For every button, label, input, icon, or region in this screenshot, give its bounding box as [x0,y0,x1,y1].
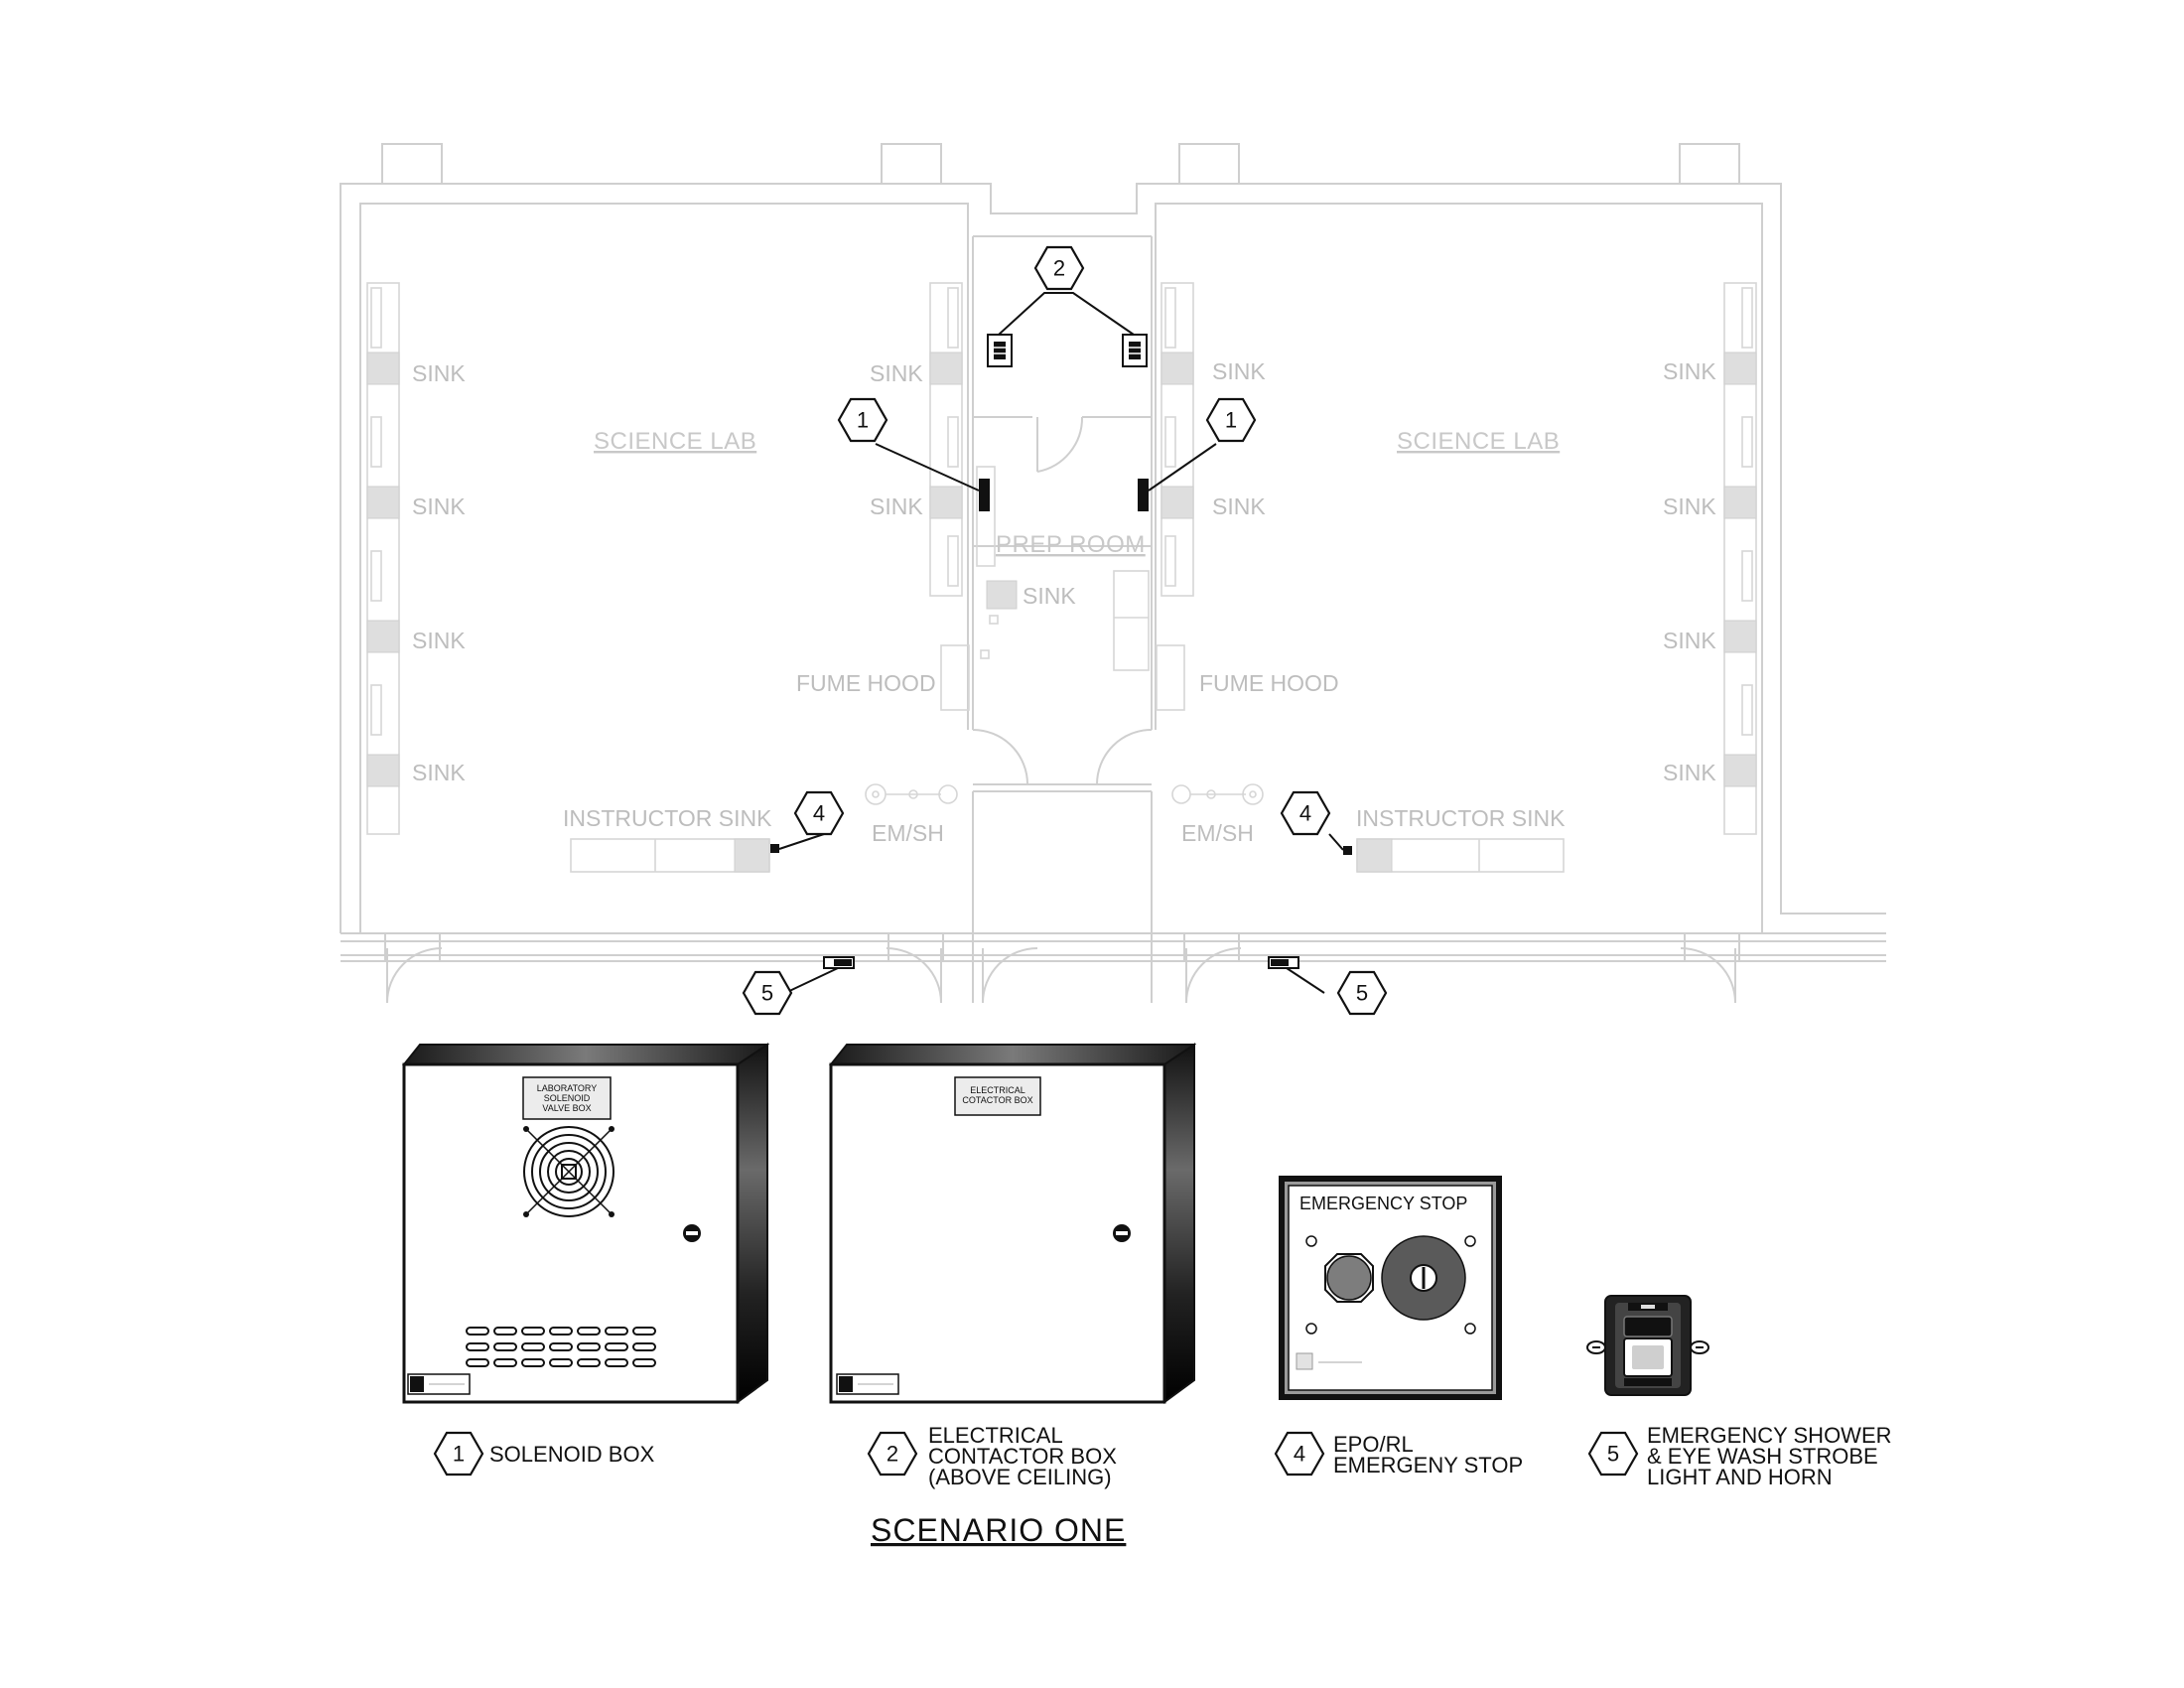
solenoid-box-illustration: LABORATORY SOLENOID VALVE BOX [401,1043,770,1404]
manufacturer-label [407,1373,471,1395]
svg-text:SOLENOID BOX: SOLENOID BOX [489,1442,655,1467]
tag-leaders [778,292,1344,994]
svg-text:LABORATORY: LABORATORY [537,1083,598,1093]
sink-label: SINK [1212,493,1266,519]
tag-hexagon: 5 [742,970,793,1016]
sink-label: SINK [412,628,466,653]
sink-label: SINK [870,360,923,386]
fume-hood-label: FUME HOOD [796,670,936,696]
instructor-sink-label: INSTRUCTOR SINK [1356,805,1566,831]
epo-symbol [1343,846,1352,855]
legend-item: 4 EPO/RL EMERGENY STOP [1274,1431,1523,1477]
svg-text:(ABOVE CEILING): (ABOVE CEILING) [928,1465,1112,1489]
key-switch-icon [1381,1235,1466,1321]
svg-text:5: 5 [1356,981,1368,1006]
room-label-prep-room: PREP ROOM [996,531,1146,558]
sink-label: SINK [412,493,466,519]
stop-button-icon [1324,1253,1374,1303]
svg-text:1: 1 [453,1442,465,1467]
svg-text:5: 5 [1607,1442,1619,1467]
sink-label: SINK [1023,583,1076,609]
tag-hexagon: 2 [1033,245,1085,291]
sink-label: SINK [1663,493,1716,519]
vent-slots [466,1327,656,1367]
svg-text:EMERGENCY SHOWER: EMERGENCY SHOWER [1647,1423,1892,1448]
svg-text:4: 4 [1294,1442,1305,1467]
sink-label: SINK [870,493,923,519]
sink-label: SINK [412,760,466,785]
em-sh-symbol-right [1171,783,1264,805]
plan-labels: SCIENCE LAB SCIENCE LAB PREP ROOM SINK S… [412,358,1716,846]
svg-text:5: 5 [761,981,773,1006]
sink-label: SINK [412,360,466,386]
svg-text:1: 1 [857,408,869,433]
legend-item: 5 EMERGENCY SHOWER & EYE WASH STROBE LIG… [1587,1423,1892,1489]
svg-text:CONTACTOR BOX: CONTACTOR BOX [928,1444,1117,1469]
svg-text:1: 1 [1225,408,1237,433]
solenoid-box-symbol [979,479,990,511]
casework-left-lab [366,282,970,873]
em-sh-symbol-left [865,783,958,805]
em-sh-label: EM/SH [1181,820,1254,846]
room-label-science-lab-right: SCIENCE LAB [1397,428,1560,455]
svg-text:VALVE BOX: VALVE BOX [542,1103,591,1113]
svg-text:ELECTRICAL: ELECTRICAL [970,1085,1025,1095]
tag-hexagon: 1 [1205,397,1257,443]
plan-tags: 2 1 1 4 4 5 5 [742,245,1388,1016]
tag-hexagon: 1 [837,397,888,443]
legend-item: 2 ELECTRICAL CONTACTOR BOX (ABOVE CEILIN… [867,1423,1117,1489]
casework-prep-room [976,466,1150,671]
emergency-stop-illustration: EMERGENCY STOP [1279,1176,1502,1400]
svg-text:2: 2 [887,1442,898,1467]
room-label-science-lab-left: SCIENCE LAB [594,428,756,455]
svg-text:COTACTOR BOX: COTACTOR BOX [962,1095,1032,1105]
svg-text:EMERGENY STOP: EMERGENY STOP [1333,1453,1523,1477]
svg-text:2: 2 [1053,256,1065,281]
svg-text:4: 4 [1299,801,1311,826]
sink-label: SINK [1212,358,1266,384]
legend: 1 SOLENOID BOX 2 ELECTRICAL CONTACTOR BO… [433,1423,1892,1489]
drawing-title: SCENARIO ONE [871,1512,1126,1548]
em-sh-label: EM/SH [872,820,944,846]
tag-hexagon: 5 [1336,970,1388,1016]
svg-text:ELECTRICAL: ELECTRICAL [928,1423,1063,1448]
sink-label: SINK [1663,760,1716,785]
svg-text:4: 4 [813,801,825,826]
svg-text:LIGHT AND HORN: LIGHT AND HORN [1647,1465,1833,1489]
fan-icon [523,1126,614,1217]
tag-hexagon: 4 [793,790,845,836]
manufacturer-label [836,1373,899,1395]
casework-right-lab [1156,282,1757,873]
solenoid-box-symbol [1138,479,1149,511]
walls [340,143,1886,1004]
lock-icon [683,1224,701,1242]
instructor-sink-label: INSTRUCTOR SINK [563,805,772,831]
sink-label: SINK [1663,358,1716,384]
tag-hexagon: 4 [1280,790,1331,836]
floor-plan: SCIENCE LAB SCIENCE LAB PREP ROOM SINK S… [340,143,1886,1016]
svg-text:EPO/RL: EPO/RL [1333,1432,1414,1457]
epo-symbol [770,844,779,853]
contactor-box-symbol [1122,334,1148,367]
legend-item: 1 SOLENOID BOX [433,1431,655,1477]
strobe-horn-illustration [1586,1295,1709,1396]
sink-label: SINK [1663,628,1716,653]
plan-device-symbols [770,334,1352,969]
lock-icon [1113,1224,1131,1242]
contactor-box-illustration: ELECTRICAL COTACTOR BOX [828,1043,1197,1404]
svg-text:EMERGENCY STOP: EMERGENCY STOP [1299,1194,1467,1213]
contactor-box-symbol [987,334,1013,367]
svg-text:SOLENOID: SOLENOID [544,1093,591,1103]
fume-hood-label: FUME HOOD [1199,670,1339,696]
svg-text:& EYE WASH STROBE: & EYE WASH STROBE [1647,1444,1878,1469]
